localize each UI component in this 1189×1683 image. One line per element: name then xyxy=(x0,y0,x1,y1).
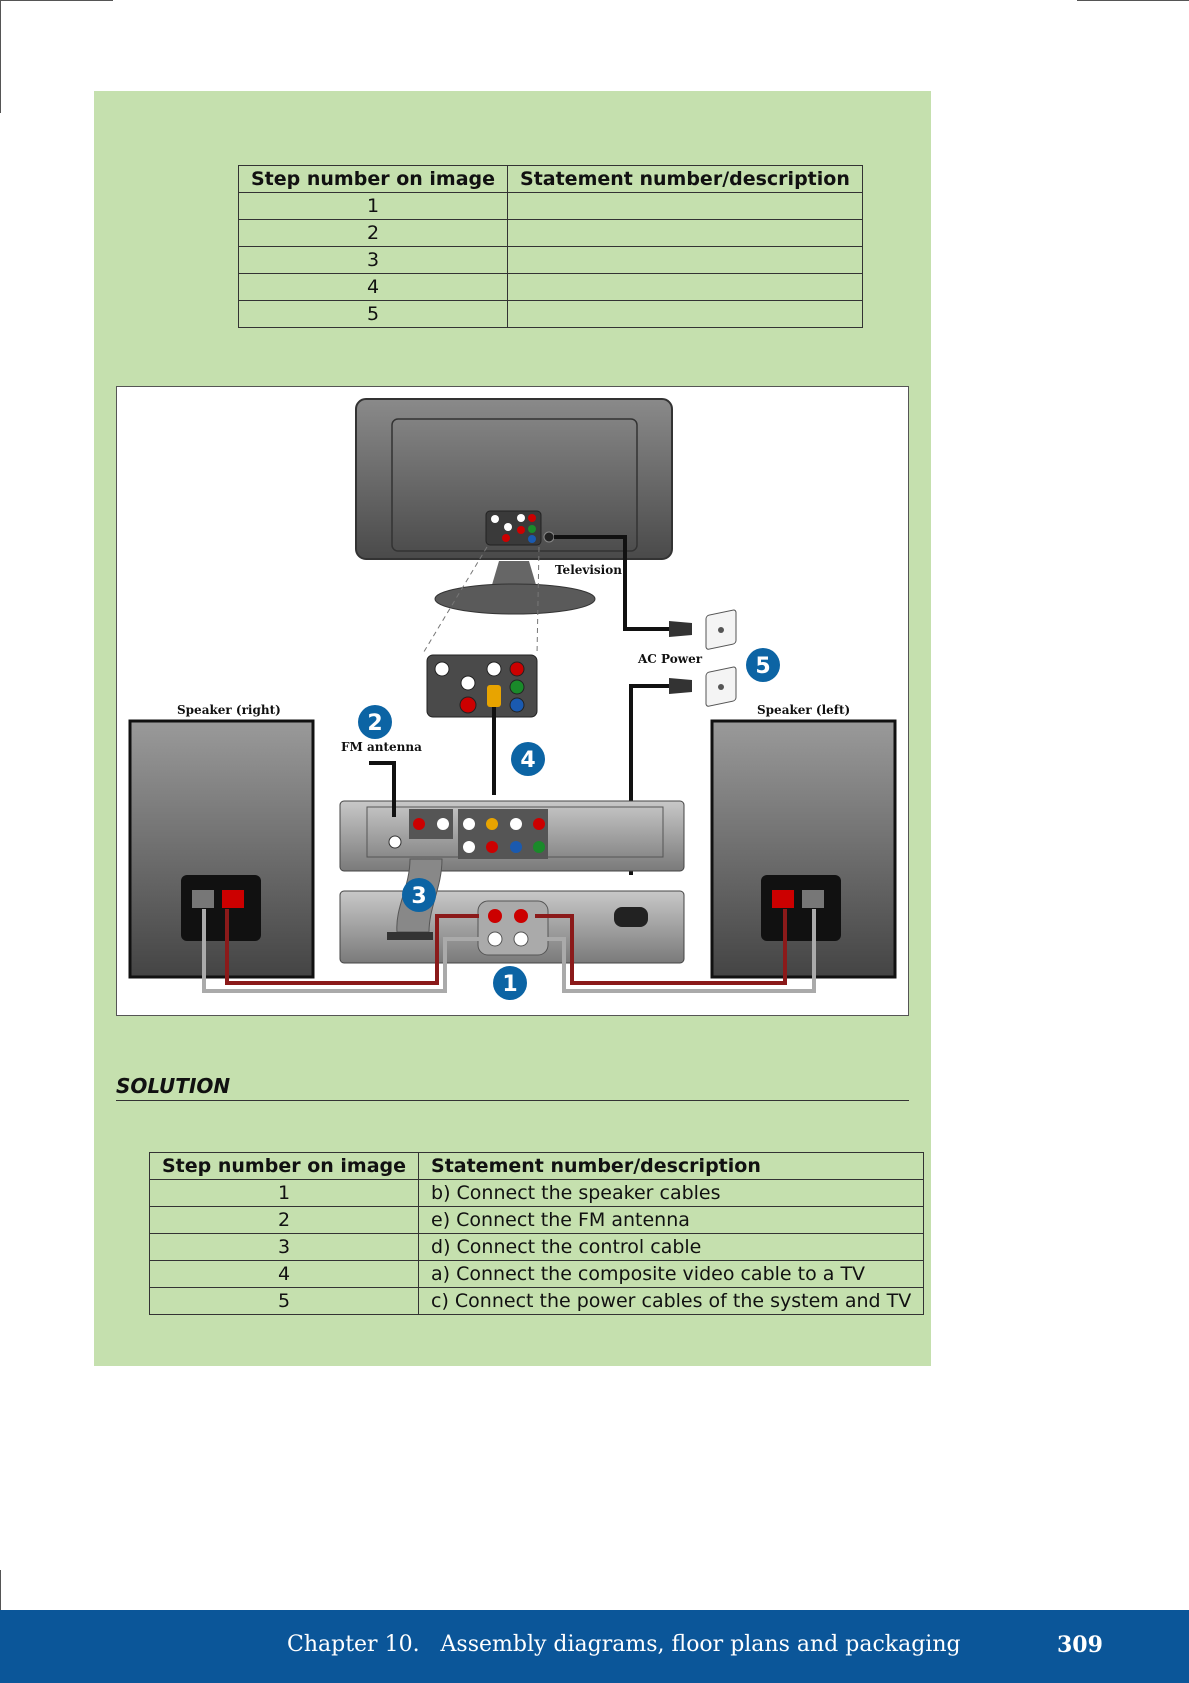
step-number: 5 xyxy=(237,300,509,328)
header-description: Statement number/description xyxy=(507,165,863,193)
svg-text:2: 2 xyxy=(367,711,382,736)
step-number: 1 xyxy=(148,1179,420,1207)
television xyxy=(355,398,673,615)
table-header-row: Step number on image Statement number/de… xyxy=(237,165,863,193)
step-description xyxy=(507,219,863,247)
step-number: 4 xyxy=(148,1260,420,1288)
header-step: Step number on image xyxy=(237,165,509,193)
step-description xyxy=(507,300,863,328)
tv-input-panel xyxy=(426,654,538,718)
label-television: Television xyxy=(555,563,622,577)
crop-mark xyxy=(0,1570,1,1610)
solution-heading: SOLUTION xyxy=(116,1074,909,1101)
page-footer: Chapter 10. Assembly diagrams, floor pla… xyxy=(0,1610,1189,1683)
step-number: 2 xyxy=(237,219,509,247)
step-description: a) Connect the composite video cable to … xyxy=(418,1260,925,1288)
step-description: b) Connect the speaker cables xyxy=(418,1179,925,1207)
chapter-title: Chapter 10. Assembly diagrams, floor pla… xyxy=(287,1632,961,1657)
step-badge-1: 1 xyxy=(493,966,527,1000)
svg-text:5: 5 xyxy=(755,654,770,679)
svg-text:4: 4 xyxy=(520,748,535,773)
label-speaker-left: Speaker (left) xyxy=(757,703,850,717)
step-description: e) Connect the FM antenna xyxy=(418,1206,925,1234)
step-number: 2 xyxy=(148,1206,420,1234)
header-description: Statement number/description xyxy=(418,1152,925,1180)
table-row: 3 xyxy=(237,246,863,274)
step-number: 3 xyxy=(237,246,509,274)
page-number: 309 xyxy=(1057,1632,1103,1658)
step-number: 5 xyxy=(148,1287,420,1315)
table-row: 5 xyxy=(237,300,863,328)
step-badge-5: 5 xyxy=(746,648,780,682)
step-badge-4: 4 xyxy=(511,742,545,776)
step-description xyxy=(507,246,863,274)
label-ac-power: AC Power xyxy=(637,652,703,666)
step-badge-2: 2 xyxy=(358,705,392,739)
crop-mark xyxy=(1077,0,1189,1)
assembly-diagram: Television AC Power Speaker (right) xyxy=(116,386,909,1016)
table-row: 4 xyxy=(237,273,863,301)
power-outlet-upper xyxy=(669,609,737,650)
svg-text:3: 3 xyxy=(411,884,426,909)
receiver-unit xyxy=(339,800,685,872)
step-badge-3: 3 xyxy=(402,878,436,912)
exercise-table: Step number on image Statement number/de… xyxy=(237,165,863,328)
label-speaker-right: Speaker (right) xyxy=(177,703,281,717)
step-description: c) Connect the power cables of the syste… xyxy=(418,1287,925,1315)
crop-mark xyxy=(0,0,113,1)
table-header-row: Step number on image Statement number/de… xyxy=(148,1152,925,1180)
table-row: 2 xyxy=(237,219,863,247)
step-description xyxy=(507,273,863,301)
label-fm-antenna: FM antenna xyxy=(341,740,422,754)
amplifier-unit xyxy=(339,890,685,964)
step-number: 3 xyxy=(148,1233,420,1261)
step-description xyxy=(507,192,863,220)
step-number: 4 xyxy=(237,273,509,301)
svg-text:1: 1 xyxy=(502,972,517,997)
step-number: 1 xyxy=(237,192,509,220)
speaker-right xyxy=(128,719,315,979)
solution-table: Step number on image Statement number/de… xyxy=(148,1152,925,1315)
crop-mark xyxy=(0,0,1,113)
power-outlet-lower xyxy=(669,666,737,707)
speaker-left xyxy=(710,719,897,979)
step-description: d) Connect the control cable xyxy=(418,1233,925,1261)
header-step: Step number on image xyxy=(148,1152,420,1180)
table-row: 1 xyxy=(237,192,863,220)
